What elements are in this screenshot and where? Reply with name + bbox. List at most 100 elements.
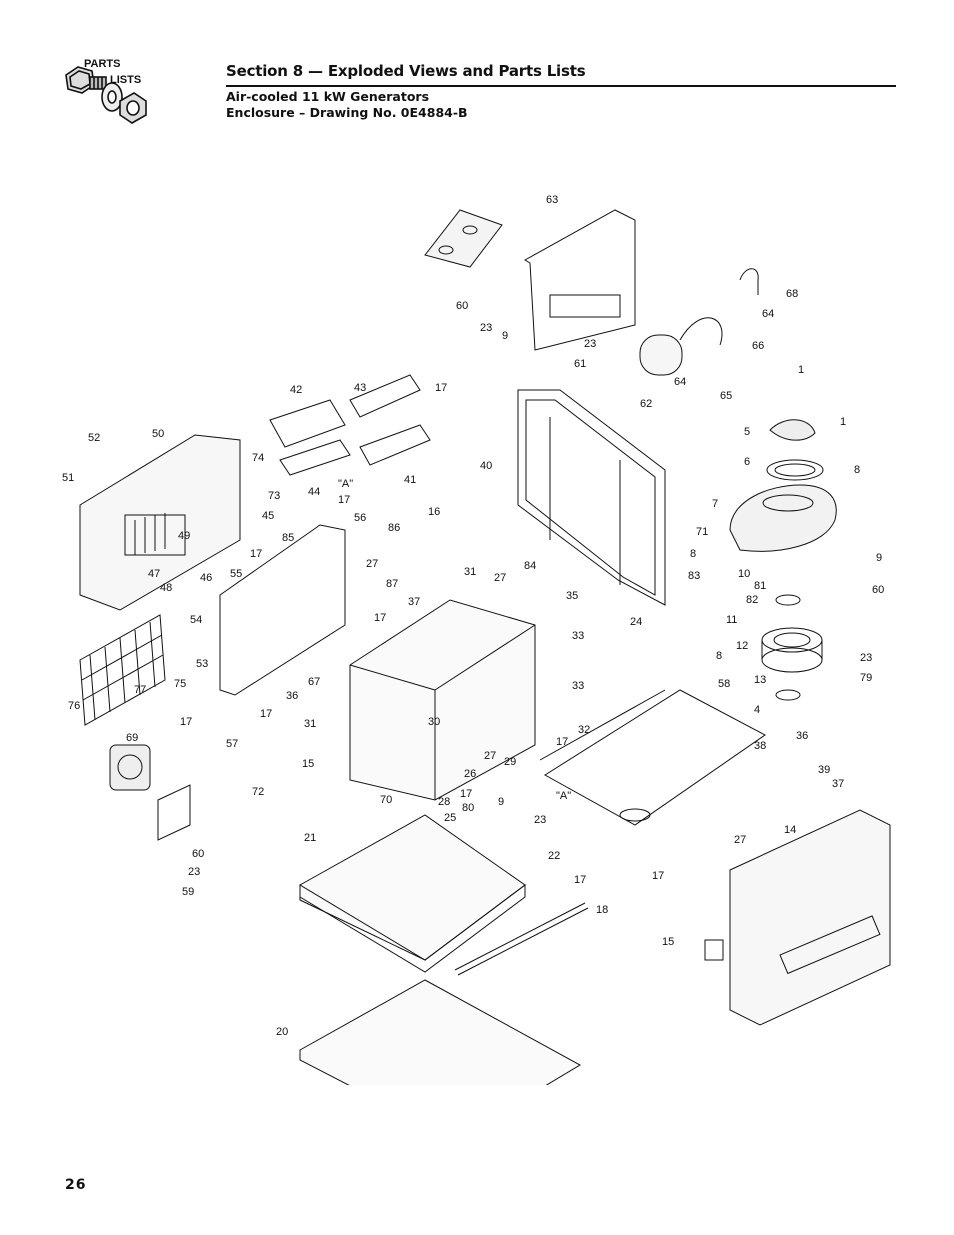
callout-85: 85 — [282, 532, 294, 544]
callout-53: 53 — [196, 658, 208, 670]
callout-48: 48 — [160, 582, 172, 594]
callout-64: 64 — [674, 376, 686, 388]
muffler-part — [639, 268, 759, 376]
callout-60: 60 — [456, 300, 468, 312]
callout-15: 15 — [302, 758, 314, 770]
callout-45: 45 — [262, 510, 274, 522]
callout-41: 41 — [404, 474, 416, 486]
page-title: Section 8 — Exploded Views and Parts Lis… — [226, 62, 586, 80]
callout-23: 23 — [534, 814, 546, 826]
part-callouts: 63 60 23 9 68 64 66 23 61 62 64 65 1 1 5… — [62, 194, 884, 1038]
callout-38: 38 — [754, 740, 766, 752]
floor-panel-20 — [299, 979, 582, 1085]
callout-28: 28 — [438, 796, 450, 808]
callout-32: 32 — [578, 724, 590, 736]
callout-60: 60 — [872, 584, 884, 596]
callout-59: 59 — [182, 886, 194, 898]
parts-lists-logo: PARTS LISTS — [65, 58, 147, 124]
callout-54: 54 — [190, 614, 202, 626]
callout-36: 36 — [286, 690, 298, 702]
control-box-69 — [109, 744, 191, 841]
callout-15: 15 — [662, 936, 674, 948]
callout-39: 39 — [818, 764, 830, 776]
callout-17: 17 — [574, 874, 586, 886]
callout-16: 16 — [428, 506, 440, 518]
callout-1: 1 — [798, 364, 804, 376]
callout-17: 17 — [260, 708, 272, 720]
callout-62: 62 — [640, 398, 652, 410]
callout-47: 47 — [148, 568, 160, 580]
logo-word-parts: PARTS — [84, 58, 120, 70]
callout-33: 33 — [572, 680, 584, 692]
subtitle-model: Air-cooled 11 kW Generators — [226, 89, 430, 104]
callout-13: 13 — [754, 674, 766, 686]
base-plate — [539, 689, 766, 826]
back-frame-part — [517, 389, 666, 606]
front-panel-14 — [704, 809, 891, 1026]
callout-17: 17 — [338, 494, 350, 506]
callout-17: 17 — [250, 548, 262, 560]
nut-bolt-icon — [65, 66, 147, 124]
callout-9: 9 — [502, 330, 508, 342]
callout-11: 11 — [726, 614, 737, 626]
page-number: 26 — [65, 1177, 87, 1193]
callout-27: 27 — [484, 750, 496, 762]
trim-strip-18 — [454, 902, 589, 976]
callout-17: 17 — [435, 382, 447, 394]
callout-42: 42 — [290, 384, 302, 396]
exploded-view-drawing: 63 60 23 9 68 64 66 23 61 62 64 65 1 1 5… — [62, 194, 891, 1085]
callout-33: 33 — [572, 630, 584, 642]
callout-56: 56 — [354, 512, 366, 524]
callout-46: 46 — [200, 572, 212, 584]
callout-20: 20 — [276, 1026, 288, 1038]
callout-14: 14 — [784, 824, 796, 836]
callout-84: 84 — [524, 560, 536, 572]
callout-30: 30 — [428, 716, 440, 728]
callout-87: 87 — [386, 578, 398, 590]
callout-76: 76 — [68, 700, 80, 712]
callout-18: 18 — [596, 904, 608, 916]
callout-8: 8 — [716, 650, 722, 662]
callout-31: 31 — [304, 718, 316, 730]
callout-17: 17 — [180, 716, 192, 728]
callout-58: 58 — [718, 678, 730, 690]
callout-7: 7 — [712, 498, 718, 510]
callout-74: 74 — [252, 452, 264, 464]
callout-10: 10 — [738, 568, 750, 580]
callout-22: 22 — [548, 850, 560, 862]
callout-52: 52 — [88, 432, 100, 444]
callout-35: 35 — [566, 590, 578, 602]
callout-1: 1 — [840, 416, 846, 428]
callout-69: 69 — [126, 732, 138, 744]
callout-29: 29 — [504, 756, 516, 768]
callout-31: 31 — [464, 566, 476, 578]
title-rule — [226, 85, 896, 87]
top-panel-part — [424, 209, 636, 351]
callout-43: 43 — [354, 382, 366, 394]
callout-75: 75 — [174, 678, 186, 690]
callout-68: 68 — [786, 288, 798, 300]
callout-6: 6 — [744, 456, 750, 468]
callout-77: 77 — [134, 684, 146, 696]
callout-60: 60 — [192, 848, 204, 860]
callout-17: 17 — [556, 736, 568, 748]
callout-12: 12 — [736, 640, 748, 652]
divider-panel — [219, 524, 346, 696]
callout-23: 23 — [188, 866, 200, 878]
callout-81: 81 — [754, 580, 766, 592]
callout-55: 55 — [230, 568, 242, 580]
subtitle-drawing: Enclosure – Drawing No. 0E4884-B — [226, 105, 468, 120]
mesh-screen — [79, 614, 166, 726]
callout-A-lower: "A" — [556, 790, 571, 802]
callout-50: 50 — [152, 428, 164, 440]
callout-83: 83 — [688, 570, 700, 582]
roof-baffles — [269, 374, 431, 476]
callout-17: 17 — [374, 612, 386, 624]
callout-40: 40 — [480, 460, 492, 472]
callout-21: 21 — [304, 832, 316, 844]
callout-25: 25 — [444, 812, 456, 824]
callout-23: 23 — [584, 338, 596, 350]
air-cleaner-assembly — [729, 419, 837, 701]
callout-64: 64 — [762, 308, 774, 320]
callout-37: 37 — [832, 778, 844, 790]
